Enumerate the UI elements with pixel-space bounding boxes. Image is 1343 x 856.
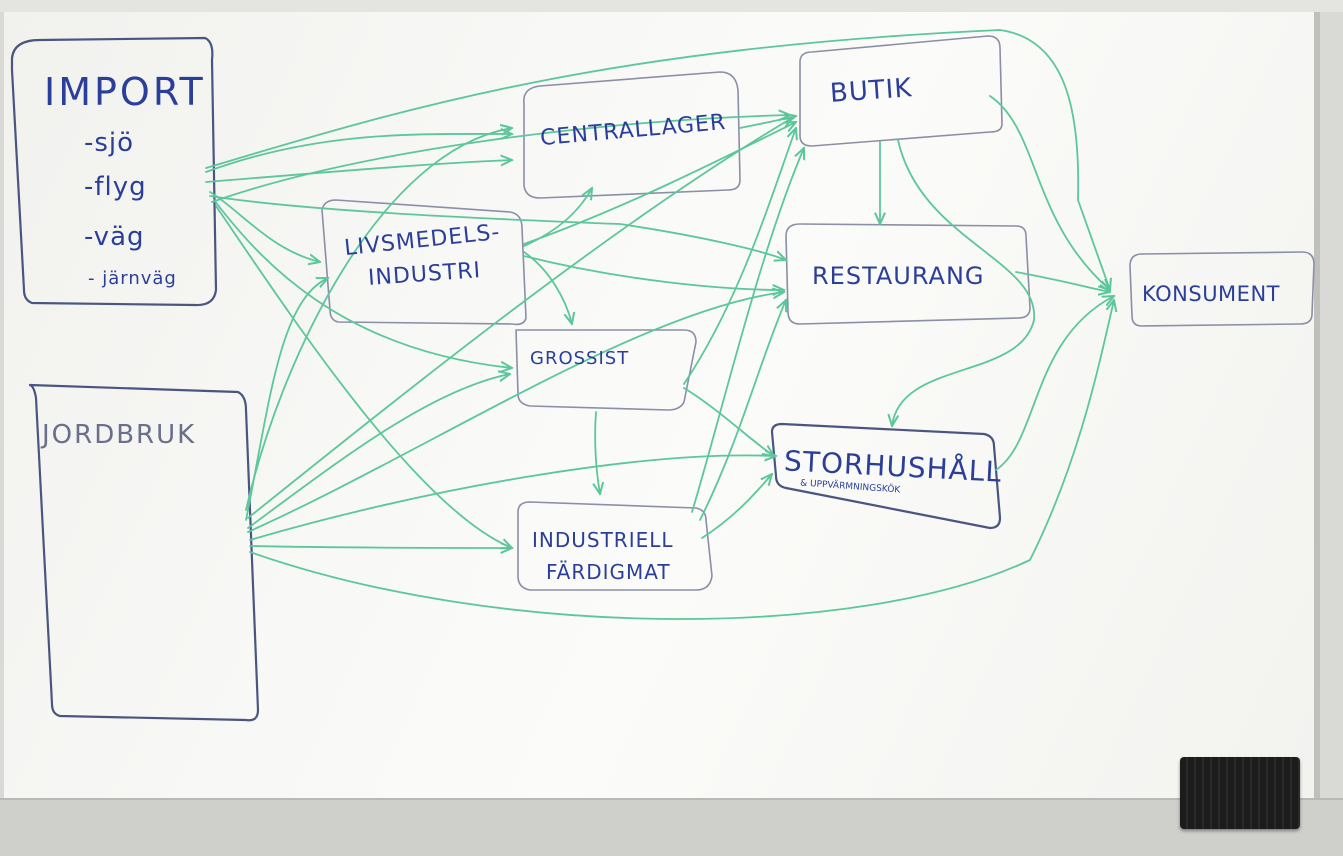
butik-box — [799, 35, 1003, 147]
livsmedelsindustri-box — [321, 199, 527, 326]
import-mode-rail: - järnväg — [88, 268, 177, 289]
whiteboard — [4, 12, 1320, 802]
import-mode-air: -flyg — [84, 172, 147, 202]
storhushall-box — [770, 422, 1002, 530]
konsument-title: KONSUMENT — [1142, 282, 1280, 306]
grossist-box — [515, 329, 697, 411]
eraser-icon — [1180, 757, 1300, 829]
jordbruk-box — [28, 383, 260, 722]
industriell-title-line1: INDUSTRIELL — [532, 528, 674, 552]
marker-tray — [0, 800, 1343, 856]
import-box — [10, 36, 218, 307]
import-mode-sea: -sjö — [84, 128, 135, 158]
jordbruk-title: JORDBRUK — [42, 420, 197, 450]
konsument-box — [1129, 251, 1315, 327]
industriell-title-line2: FÄRDIGMAT — [546, 560, 671, 584]
restaurang-box — [785, 223, 1031, 325]
industriell-box — [517, 501, 713, 591]
flow-arrows — [205, 29, 1114, 620]
centrallager-box — [523, 71, 741, 199]
grossist-title: GROSSIST — [530, 348, 630, 369]
import-mode-road: -väg — [84, 222, 145, 252]
butik-title: BUTIK — [829, 73, 914, 109]
import-title: IMPORT — [44, 70, 206, 114]
wall — [0, 0, 1343, 12]
restaurang-title: RESTAURANG — [812, 262, 985, 290]
